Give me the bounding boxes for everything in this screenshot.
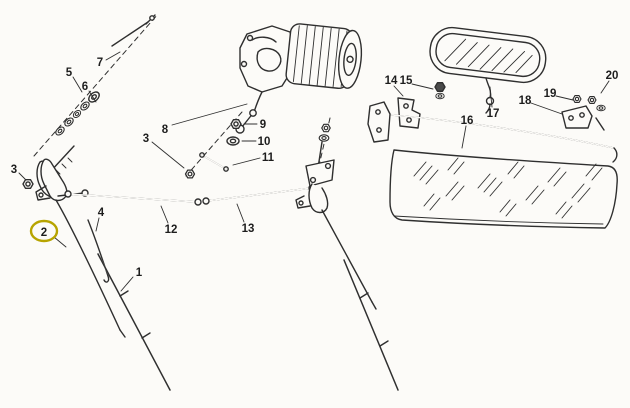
leader-line: [600, 80, 610, 94]
leader-line: [53, 236, 67, 248]
part-number: 11: [262, 152, 275, 164]
highlight-circle: [29, 219, 59, 243]
part-label-3-5[interactable]: 3: [143, 133, 185, 169]
part-label-2-12[interactable]: 2: [29, 219, 67, 248]
part-label-7-2[interactable]: 7: [97, 51, 121, 69]
leader-line: [236, 203, 245, 223]
leader-line: [88, 90, 97, 103]
crank-link-parts: [184, 111, 243, 179]
leader-line: [461, 125, 467, 149]
leader-line: [95, 217, 100, 232]
part-number: 16: [461, 115, 474, 127]
wiper-arm-left: [55, 199, 171, 391]
leader-line: [18, 172, 27, 181]
part-number: 13: [242, 223, 255, 235]
part-label-9-6[interactable]: 9: [243, 119, 266, 131]
part-label-8-4[interactable]: 8: [162, 103, 248, 136]
part-label-19-19[interactable]: 19: [544, 88, 574, 101]
wiper-motor: [235, 23, 363, 134]
part-number: 15: [400, 75, 413, 87]
rearview-mirror: [429, 26, 547, 114]
leader-line: [72, 76, 83, 93]
wiper-arm-right: [321, 209, 399, 391]
part-number: 12: [165, 224, 178, 236]
leader-line: [232, 157, 261, 166]
leader-line: [171, 103, 248, 126]
part-label-14-14[interactable]: 14: [385, 75, 404, 97]
part-label-4-11[interactable]: 4: [95, 207, 105, 232]
part-label-6-1[interactable]: 6: [82, 81, 97, 103]
part-number: 18: [519, 95, 532, 107]
part-label-10-7[interactable]: 10: [241, 136, 271, 148]
leader-line: [105, 51, 121, 61]
part-number: 2: [41, 227, 47, 239]
part-number: 19: [544, 88, 557, 100]
part-number: 7: [97, 57, 103, 69]
part-number: 8: [162, 124, 169, 136]
part-number: 3: [11, 164, 17, 176]
part-label-16-16[interactable]: 16: [461, 115, 474, 149]
leader-line: [489, 86, 493, 108]
part-number: 3: [143, 133, 149, 145]
leader-line: [530, 102, 563, 115]
part-label-20-20[interactable]: 20: [600, 70, 619, 94]
leader-line: [393, 85, 404, 97]
part-number: 9: [260, 119, 266, 131]
part-number: 10: [258, 136, 271, 148]
part-number: 1: [136, 267, 143, 279]
part-label-11-8[interactable]: 11: [232, 152, 275, 166]
part-label-15-15[interactable]: 15: [400, 75, 434, 90]
part-label-1-13[interactable]: 1: [120, 267, 143, 292]
part-label-5-0[interactable]: 5: [66, 67, 83, 93]
leader-line: [160, 205, 169, 224]
part-label-18-18[interactable]: 18: [519, 95, 563, 115]
part-label-17-17[interactable]: 17: [487, 86, 500, 120]
part-number: 5: [66, 67, 73, 79]
part-number: 6: [82, 81, 88, 93]
part-label-12-9[interactable]: 12: [160, 205, 178, 236]
leader-line: [555, 95, 574, 101]
part-number: 20: [606, 70, 619, 82]
wiper-linkage: [35, 117, 335, 214]
leader-line: [120, 276, 134, 292]
leader-line: [411, 83, 434, 90]
part-label-3-3[interactable]: 3: [11, 164, 27, 181]
sun-visor: [367, 101, 618, 229]
mirror-mount-nut: [434, 81, 446, 100]
part-number: 14: [385, 75, 398, 87]
leader-line: [151, 141, 185, 169]
part-label-13-10[interactable]: 13: [236, 203, 255, 235]
part-number: 4: [98, 207, 105, 219]
visor-hardware: [561, 94, 606, 131]
part-number: 17: [487, 108, 500, 120]
visor-bracket: [397, 97, 421, 129]
